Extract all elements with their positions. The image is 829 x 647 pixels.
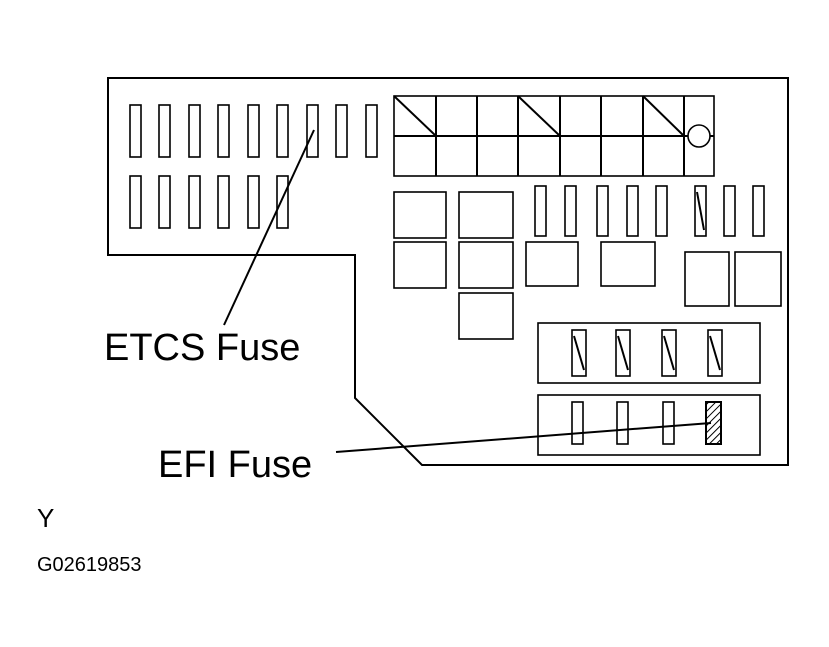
fuse: [596, 185, 609, 237]
relay: [600, 241, 656, 287]
figure-code: G02619853: [37, 554, 142, 576]
relay: [684, 251, 730, 307]
fuse: [655, 185, 668, 237]
corner-letter: Y: [37, 503, 54, 533]
fuse: [217, 104, 230, 158]
fuse: [723, 185, 736, 237]
fuse: [129, 104, 142, 158]
fuse: [276, 104, 289, 158]
fuse: [247, 175, 260, 229]
fuse: [662, 401, 675, 445]
fuse: [158, 175, 171, 229]
relay: [458, 241, 514, 289]
fuse: [158, 104, 171, 158]
fuse: [616, 401, 629, 445]
fuse-box-outline: [107, 77, 789, 466]
lower-fuse-panel-upper: [537, 322, 761, 384]
relay: [393, 241, 447, 289]
fuse: [188, 175, 201, 229]
relay-block: [393, 95, 715, 177]
left-fuse-row-1: [129, 104, 378, 158]
relay-squares: [393, 191, 782, 340]
fuse: [217, 175, 230, 229]
fuse: [626, 185, 639, 237]
fuse: [335, 104, 348, 158]
fuse: [534, 185, 547, 237]
fuse: [564, 185, 577, 237]
etcs-fuse-label: ETCS Fuse: [104, 327, 300, 369]
relay: [458, 191, 514, 239]
fuse: [571, 401, 584, 445]
etcs-leader-line: [223, 129, 315, 326]
lower-fuse-panel-lower: [537, 394, 761, 456]
fuse: [247, 104, 260, 158]
relay: [734, 251, 782, 307]
fuse: [752, 185, 765, 237]
relay: [525, 241, 579, 287]
left-fuse-row-2: [129, 175, 289, 229]
efi-leader-line: [335, 422, 712, 453]
fuse: [276, 175, 289, 229]
fuse: [365, 104, 378, 158]
fuse: [188, 104, 201, 158]
relay: [393, 191, 447, 239]
relay: [458, 292, 514, 340]
fuse: [129, 175, 142, 229]
efi-fuse-label: EFI Fuse: [158, 444, 312, 486]
right-fuse-row: [534, 185, 765, 237]
mounting-hole: [687, 124, 711, 148]
